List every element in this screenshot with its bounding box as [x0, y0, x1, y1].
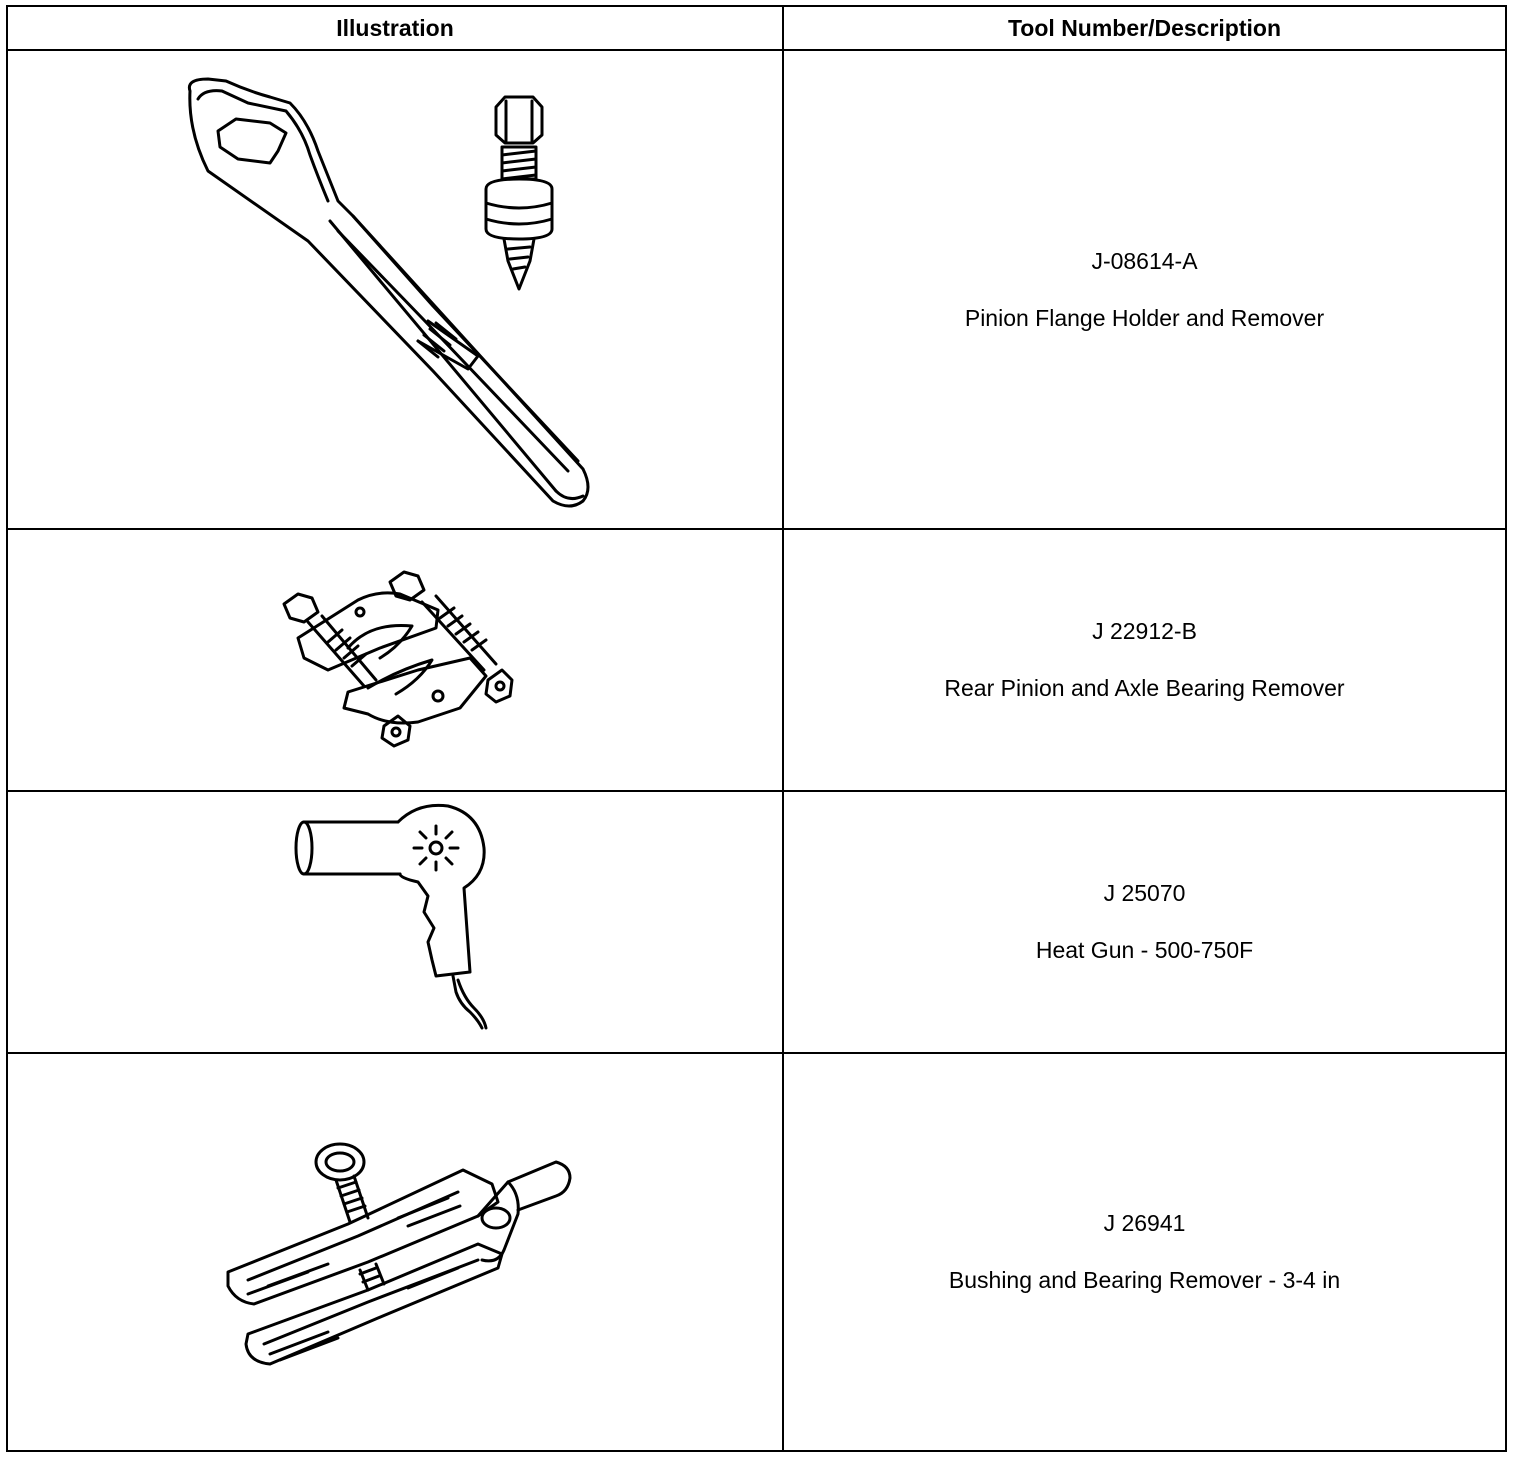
header-illustration: Illustration: [8, 7, 784, 49]
description-cell: J 22912-B Rear Pinion and Axle Bearing R…: [784, 530, 1505, 790]
tool-number: J 22912-B: [1092, 618, 1197, 644]
illustration-cell: [8, 1054, 784, 1450]
table-header-row: Illustration Tool Number/Description: [8, 7, 1505, 51]
tool-description: Bushing and Bearing Remover - 3-4 in: [948, 1267, 1341, 1293]
description-cell: J 25070 Heat Gun - 500-750F: [784, 792, 1505, 1052]
table-row: J-08614-A Pinion Flange Holder and Remov…: [8, 51, 1505, 530]
illustration-cell: [8, 51, 784, 528]
illustration-cell: [8, 530, 784, 790]
heat-gun-icon: [8, 792, 784, 1052]
description-cell: J 26941 Bushing and Bearing Remover - 3-…: [784, 1054, 1505, 1450]
tool-number: J-08614-A: [1091, 247, 1198, 274]
tool-number: J 26941: [1103, 1210, 1186, 1236]
table-row: J 22912-B Rear Pinion and Axle Bearing R…: [8, 530, 1505, 792]
tool-description: Rear Pinion and Axle Bearing Remover: [944, 675, 1345, 701]
illustration-cell: [8, 792, 784, 1052]
tool-description: Pinion Flange Holder and Remover: [964, 304, 1325, 331]
tool-number: J 25070: [1103, 880, 1186, 906]
header-tool-number-description: Tool Number/Description: [1007, 14, 1282, 41]
table-row: J 25070 Heat Gun - 500-750F: [8, 792, 1505, 1054]
bushing-remover-icon: [8, 1054, 784, 1448]
bearing-separator-icon: [8, 530, 784, 790]
flange-holder-wrench-icon: [8, 51, 784, 528]
table-row: J 26941 Bushing and Bearing Remover - 3-…: [8, 1054, 1505, 1450]
description-cell: J-08614-A Pinion Flange Holder and Remov…: [784, 51, 1505, 528]
tool-table: Illustration Tool Number/Description: [6, 5, 1507, 1452]
tool-description: Heat Gun - 500-750F: [1035, 937, 1254, 963]
